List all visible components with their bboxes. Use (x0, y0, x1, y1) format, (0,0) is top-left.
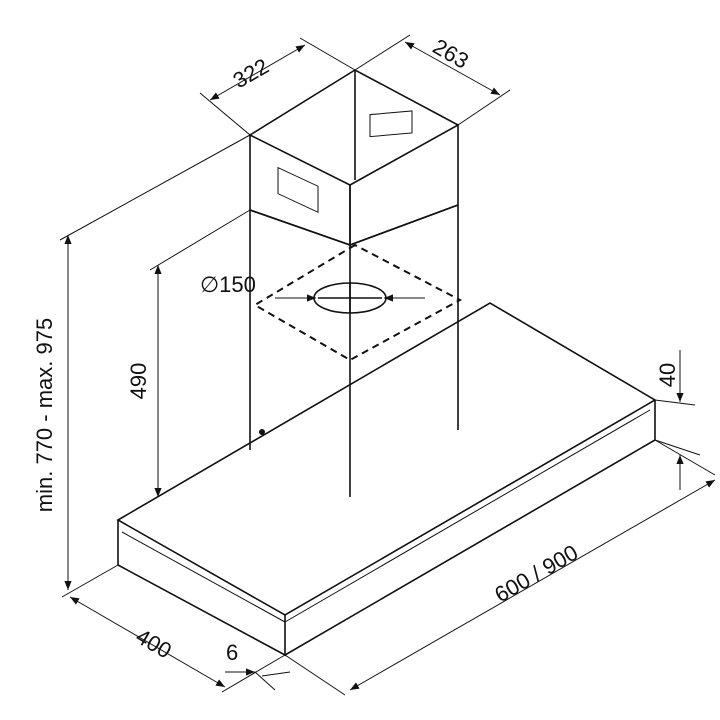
label-duct-diameter: ∅150 (200, 272, 256, 297)
upper-chimney (249, 69, 459, 247)
label-lower-chimney-height: 490 (126, 363, 151, 400)
lower-chimney (249, 204, 463, 497)
label-canopy-depth: 400 (132, 623, 176, 663)
label-canopy-width: 600 / 900 (490, 540, 582, 608)
label-chimney-depth: 263 (429, 34, 473, 74)
label-total-height: min. 770 - max. 975 (32, 318, 57, 512)
label-chimney-width: 322 (229, 53, 273, 93)
vent-slots-right (369, 110, 413, 138)
indicator-light-icon (259, 429, 265, 435)
label-canopy-thickness: 40 (655, 363, 680, 387)
canopy (116, 302, 657, 657)
vent-slots-left (277, 166, 319, 214)
label-offset: 6 (226, 640, 238, 665)
dimension-lines (59, 34, 716, 696)
